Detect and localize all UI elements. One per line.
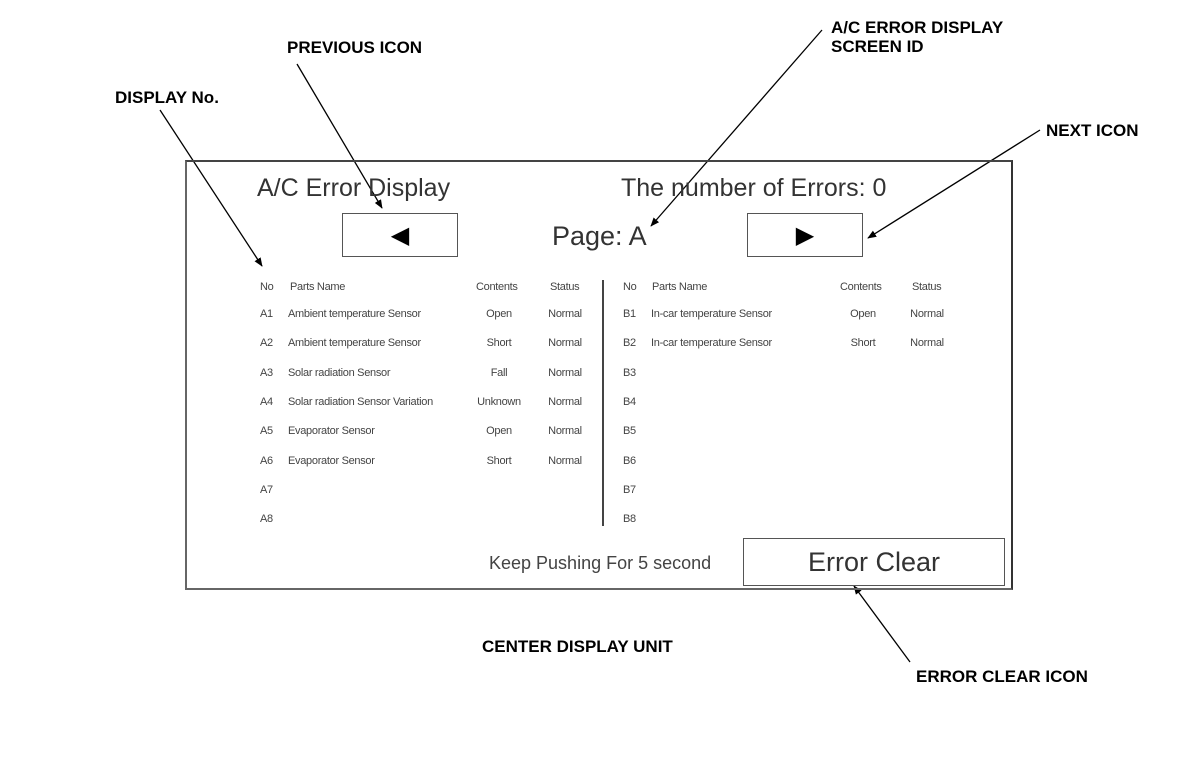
left-header-no: No <box>260 281 274 293</box>
error-count: The number of Errors: 0 <box>621 174 887 202</box>
next-icon-callout: NEXT ICON <box>1046 121 1139 140</box>
cell-no: B1 <box>623 308 636 320</box>
screen-id-leader <box>650 29 823 227</box>
next-arrow-icon: ▶ <box>795 221 815 249</box>
cell-no: B5 <box>623 425 636 438</box>
cell-no: B2 <box>623 337 636 350</box>
right-header-no: No <box>623 281 637 293</box>
cell-contents: Short <box>850 337 876 350</box>
left-header-parts-name: Parts Name <box>290 281 346 293</box>
cell-contents: Unknown <box>477 395 521 408</box>
cell-contents: Open <box>486 425 512 438</box>
cell-no: A3 <box>260 366 273 379</box>
error-clear-button[interactable]: Error Clear <box>743 538 1005 586</box>
cell-name: In-car temperature Sensor <box>651 337 772 350</box>
previous-icon-leader <box>296 63 383 209</box>
cell-contents: Short <box>486 454 512 467</box>
cell-name: Solar radiation Sensor Variation <box>288 395 433 408</box>
center-display-unit-screen: A/C Error Display The number of Errors: … <box>185 160 1013 590</box>
screen-id-callout-line1: A/C ERROR DISPLAY <box>831 18 1004 37</box>
cell-name: In-car temperature Sensor <box>651 308 772 320</box>
cell-contents: Open <box>850 308 876 320</box>
cell-status: Normal <box>548 454 582 467</box>
right-header-parts-name: Parts Name <box>652 281 708 293</box>
cell-no: B8 <box>623 513 636 526</box>
cell-contents: Fall <box>490 366 508 379</box>
keep-pushing-note: Keep Pushing For 5 second <box>489 553 712 573</box>
right-header-contents: Contents <box>840 281 882 293</box>
cell-status: Normal <box>548 337 582 350</box>
left-header-contents: Contents <box>476 281 518 293</box>
cell-name: Evaporator Sensor <box>288 425 375 438</box>
cell-status: Normal <box>548 395 582 408</box>
cell-status: Normal <box>548 366 582 379</box>
cell-no: A4 <box>260 395 273 408</box>
previous-icon-callout: PREVIOUS ICON <box>287 38 423 57</box>
display-no-leader <box>159 109 263 267</box>
cell-no: A5 <box>260 425 273 438</box>
cell-status: Normal <box>910 337 944 350</box>
cell-no: A2 <box>260 337 273 350</box>
cell-name: Evaporator Sensor <box>288 454 375 467</box>
error-clear-icon-callout: ERROR CLEAR ICON <box>916 667 1088 686</box>
cell-no: B4 <box>623 395 636 408</box>
error-clear-icon-leader <box>853 585 911 663</box>
next-button[interactable]: ▶ <box>747 213 863 257</box>
cell-no: A8 <box>260 513 273 526</box>
cell-name: Ambient temperature Sensor <box>288 337 421 350</box>
previous-button[interactable]: ◀ <box>342 213 458 257</box>
cell-contents: Open <box>486 308 512 320</box>
cell-status: Normal <box>548 308 582 320</box>
screen-id-callout-line2: SCREEN ID <box>831 37 924 56</box>
cell-no: B7 <box>623 483 636 496</box>
cell-contents: Short <box>486 337 512 350</box>
cell-no: A7 <box>260 483 273 496</box>
cell-no: B3 <box>623 366 636 379</box>
cell-no: B6 <box>623 454 636 467</box>
cell-status: Normal <box>910 308 944 320</box>
center-display-unit-callout: CENTER DISPLAY UNIT <box>482 637 673 656</box>
cell-no: A1 <box>260 308 273 320</box>
cell-status: Normal <box>548 425 582 438</box>
cell-no: A6 <box>260 454 273 467</box>
right-header-status: Status <box>912 281 942 293</box>
left-header-status: Status <box>550 281 580 293</box>
previous-arrow-icon: ◀ <box>390 221 410 249</box>
page-id: Page: A <box>552 221 647 251</box>
next-icon-leader <box>867 129 1041 239</box>
cell-name: Ambient temperature Sensor <box>288 308 421 320</box>
table-divider <box>602 280 604 526</box>
cell-name: Solar radiation Sensor <box>288 366 391 379</box>
screen-title: A/C Error Display <box>257 174 451 202</box>
display-no-callout: DISPLAY No. <box>115 88 219 107</box>
